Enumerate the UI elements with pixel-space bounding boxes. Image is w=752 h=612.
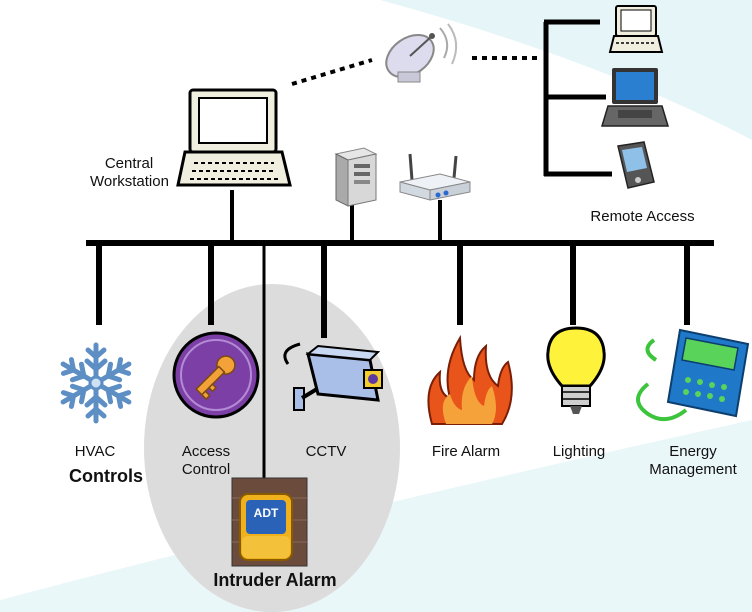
hvac-label: HVAC [74,443,116,460]
light-bulb-icon [546,326,606,414]
wireless-link-left [291,58,373,86]
server-tower-icon [334,147,378,207]
remote-laptop-icon [600,68,670,127]
flame-icon [427,334,513,425]
energy-management-label-line1: Energy [669,443,717,460]
security-camera-icon [283,342,383,411]
central-workstation-label-line1: Central [104,155,154,172]
remote-access-label: Remote Access [590,208,695,225]
alarm-box-icon [231,477,308,567]
controls-label: Controls [69,466,143,486]
adt-logo-text: ADT [254,506,279,520]
background-swoosh [380,0,752,140]
remote-pda-icon [617,141,655,189]
remote-desktop-icon [608,5,664,53]
access-control-label-line1: Access [181,443,231,460]
cctv-label: CCTV [305,443,347,460]
access-control-label-line2: Control [181,461,231,478]
energy-management-label-line2: Management [649,461,737,478]
satellite-dish-icon [385,23,458,83]
energy-meter-icon [636,328,750,422]
snowflake-icon [59,342,134,421]
desktop-computer-icon [176,88,292,187]
wireless-router-icon [399,153,471,201]
lighting-label: Lighting [552,443,606,460]
central-workstation-label-line2: Workstation [90,173,169,190]
intruder-alarm-label: Intruder Alarm [213,570,337,590]
fire-alarm-label: Fire Alarm [431,443,501,460]
key-icon [172,331,260,419]
